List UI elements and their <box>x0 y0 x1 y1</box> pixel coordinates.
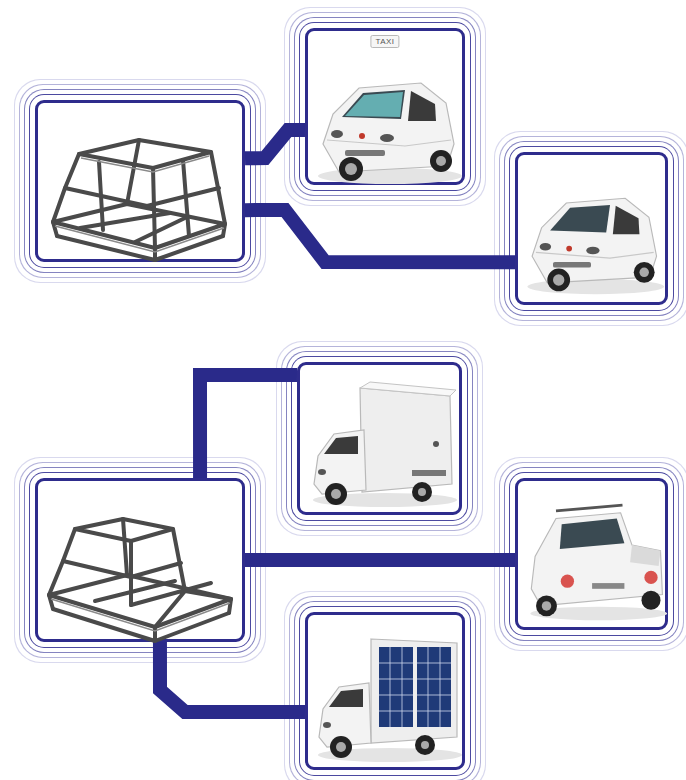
solar-van <box>318 748 462 762</box>
solar-panel <box>379 647 413 727</box>
cab-illustration <box>319 683 371 758</box>
box-van <box>360 382 456 396</box>
pickup-car <box>642 591 661 610</box>
connector-line <box>245 130 305 158</box>
pickup-car <box>630 545 660 566</box>
tinted-windshield <box>345 92 403 117</box>
solar-van <box>371 639 457 743</box>
panel-grid <box>379 647 451 727</box>
vehicle-box <box>297 362 462 515</box>
box-van <box>313 493 457 507</box>
box-van <box>360 388 452 492</box>
chassis-box <box>35 478 245 642</box>
pickup-car <box>560 519 625 549</box>
connector-line <box>245 553 515 567</box>
chassis-box <box>35 100 245 262</box>
chassis-frame <box>49 519 231 641</box>
car-illustration <box>318 83 462 184</box>
pickup-car <box>592 583 624 589</box>
box-van <box>412 482 432 502</box>
pickup-car <box>556 505 623 511</box>
node-text: TAXI <box>370 35 399 48</box>
box-van <box>418 488 426 496</box>
box-van <box>313 382 457 507</box>
vehicle-box: TAXI <box>305 28 465 185</box>
car-illustration <box>527 198 664 294</box>
pickup-car <box>530 505 667 620</box>
pickup-car <box>561 575 574 588</box>
vehicle-box <box>305 612 465 770</box>
solar-panel <box>417 647 451 727</box>
pickup-car <box>542 601 552 611</box>
connector-line <box>160 642 305 712</box>
mini-car <box>527 198 664 294</box>
solar-van <box>421 741 429 749</box>
connector-line <box>200 375 297 478</box>
solar-van <box>318 639 462 762</box>
pickup-car <box>531 513 662 606</box>
vehicle-box <box>515 152 668 305</box>
vehicle-box <box>515 478 668 630</box>
box-van <box>433 441 439 447</box>
cab-illustration <box>314 430 366 505</box>
solar-van <box>415 735 435 755</box>
pickup-car <box>644 571 657 584</box>
connector-line <box>245 210 515 262</box>
pickup-car <box>536 595 557 616</box>
pickup-car <box>530 607 667 620</box>
taxi-car <box>318 83 462 184</box>
box-van <box>412 470 446 476</box>
chassis-frame <box>53 140 225 260</box>
